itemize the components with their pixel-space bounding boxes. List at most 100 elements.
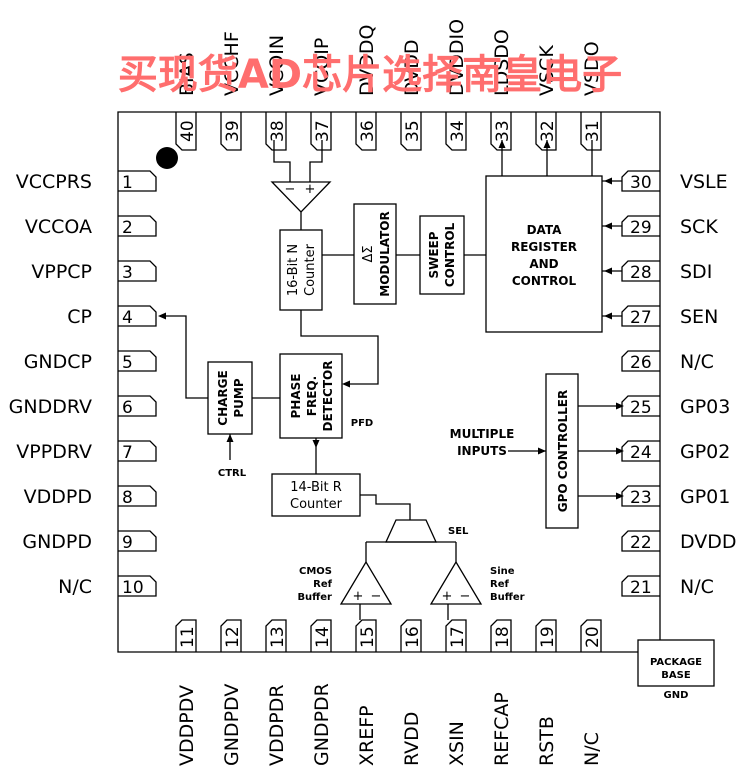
pin-number: 23 xyxy=(630,488,652,508)
pin-name: VDDPD xyxy=(24,486,92,508)
pin-name: N/C xyxy=(680,351,714,373)
charge-pump-label-1: CHARGE xyxy=(216,370,230,425)
pin-number: 10 xyxy=(122,578,144,598)
phase-detector-label-2: FREQ. xyxy=(305,376,319,416)
charge-pump-label-2: PUMP xyxy=(232,378,246,417)
pin-name: SCK xyxy=(680,216,718,238)
pin-number: 9 xyxy=(122,533,133,553)
r-counter-label-2: Counter xyxy=(290,497,343,512)
n-counter-label-2: Counter xyxy=(303,243,318,296)
cmos-ref-buffer xyxy=(339,560,393,605)
pin-name: N/C xyxy=(581,732,603,766)
sweep-control-label-1: SWEEP xyxy=(427,231,441,278)
pin-name: VSCK xyxy=(536,45,558,96)
modulator-label-2: MODULATOR xyxy=(378,211,392,296)
r-counter-label-1: 14-Bit R xyxy=(290,480,342,495)
left-pin: 8 VDDPD xyxy=(24,485,157,508)
ctrl-label: CTRL xyxy=(218,468,247,479)
pin-number: 11 xyxy=(178,626,198,648)
pin-name: VCCPRS xyxy=(16,171,92,193)
pin-number: 1 xyxy=(122,173,133,193)
pin-number: 28 xyxy=(630,263,652,283)
pin-name: VCCHF xyxy=(221,31,243,96)
pfd-label: PFD xyxy=(351,418,373,429)
pin-number: 5 xyxy=(122,353,133,373)
pin-name: GP03 xyxy=(680,396,730,418)
pin-number: 20 xyxy=(583,626,603,648)
pin-number: 8 xyxy=(122,488,133,508)
pin1-dot xyxy=(156,147,178,169)
data-register-label-3: AND xyxy=(529,257,558,271)
pin-number: 16 xyxy=(403,626,423,648)
pin-number: 38 xyxy=(268,120,288,142)
pin-name: SDI xyxy=(680,261,712,283)
gpo-controller-block xyxy=(545,373,579,529)
cmos-buffer-minus: − xyxy=(371,589,382,604)
package-base-label-2: BASE xyxy=(661,670,691,681)
vco-input-amplifier xyxy=(270,181,332,213)
pin-name: REFCAP xyxy=(491,692,513,766)
bottom-pin: 20N/C xyxy=(580,619,603,766)
cmos-buffer-plus: + xyxy=(353,589,364,604)
top-pin: 36 DVDDQ xyxy=(355,24,378,151)
cmos-ref-label-3: Buffer xyxy=(297,592,332,603)
gnd-label: GND xyxy=(664,690,689,701)
pin-name: VCCOA xyxy=(25,216,92,238)
pin-number: 13 xyxy=(268,626,288,648)
pin-name: GP01 xyxy=(680,486,730,508)
pin-number: 25 xyxy=(630,398,652,418)
phase-detector-block xyxy=(279,353,343,439)
data-register-label-2: REGISTER xyxy=(511,240,577,254)
pin-number: 18 xyxy=(493,626,513,648)
pin-name: XREFP xyxy=(356,705,378,766)
pin-number: 3 xyxy=(122,263,133,283)
pin-number: 33 xyxy=(493,120,513,142)
pin-name: VPPDRV xyxy=(16,441,92,463)
pin-number: 14 xyxy=(313,626,333,648)
phase-detector-label-1: PHASE xyxy=(289,374,303,419)
pin-name: GNDPD xyxy=(22,531,92,553)
modulator-label-1: ΔΣ xyxy=(361,245,376,262)
pin-name: DVDDQ xyxy=(356,24,378,96)
right-pin: 28 SDI xyxy=(621,260,712,283)
pin-name: VCOIP xyxy=(311,38,333,96)
pin-name: N/C xyxy=(680,576,714,598)
pin-name: SEN xyxy=(680,306,718,328)
pin-number: 24 xyxy=(630,443,652,463)
pin-name: GNDDRV xyxy=(9,396,92,418)
n-counter-label-1: 16-Bit N xyxy=(286,244,301,296)
pin-number: 2 xyxy=(122,218,133,238)
sweep-control-label-2: CONTROL xyxy=(443,222,457,287)
left-pins: 1VCCPRS2VCCOA3VPPCP4CP5GNDCP6GNDDRV7VPPD… xyxy=(9,170,157,598)
sel-mux xyxy=(384,519,438,543)
modulator-block xyxy=(353,203,397,305)
pin-name: BIAS xyxy=(176,52,198,96)
pin-number: 30 xyxy=(630,173,652,193)
serial-arrows xyxy=(498,140,612,320)
package-base-box xyxy=(637,639,715,687)
pin-number: 36 xyxy=(358,120,378,142)
pin-number: 21 xyxy=(630,578,652,598)
pin-name: VDDPDV xyxy=(176,685,198,766)
